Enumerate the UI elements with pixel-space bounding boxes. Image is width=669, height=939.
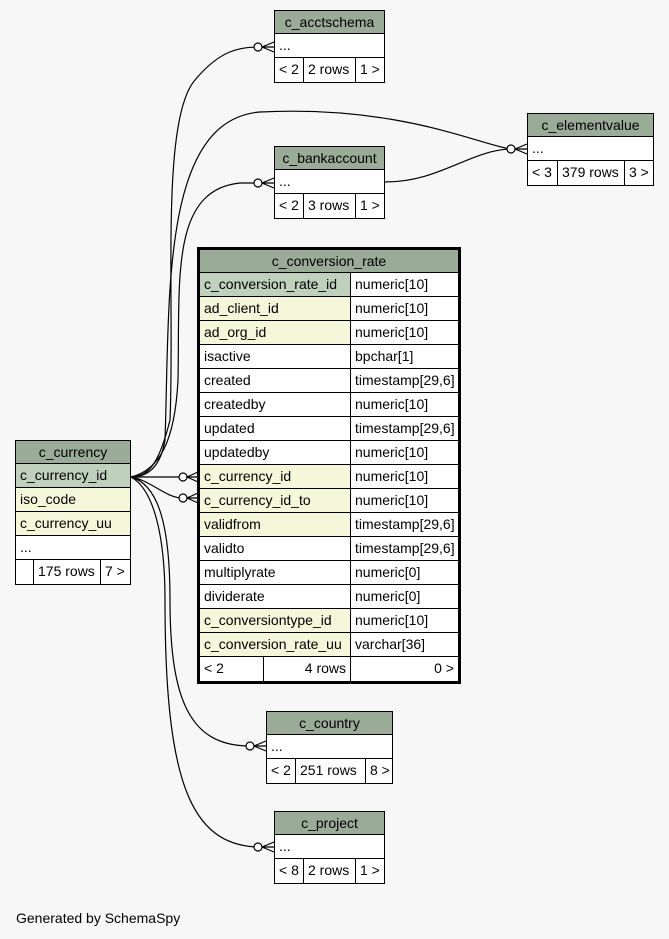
table-c-country[interactable]: c_country ... < 2 251 rows 8 > <box>266 711 393 784</box>
table-c-bankaccount[interactable]: c_bankaccount ... < 2 3 rows 1 > <box>274 146 385 219</box>
column-type: varchar[36] <box>350 633 458 656</box>
column-name[interactable]: multiplyrate <box>204 564 276 580</box>
edge-end-circle <box>178 472 188 482</box>
next-link[interactable]: 1 > <box>355 194 384 218</box>
crowfoot <box>261 177 275 189</box>
crowfoot <box>261 41 275 53</box>
column-type: numeric[10] <box>350 609 458 632</box>
crowfoot <box>186 471 199 483</box>
table-header[interactable]: c_bankaccount <box>275 147 384 170</box>
edge-bankaccount-elementvalue <box>384 148 512 183</box>
edge-currency-acctschema <box>130 46 259 478</box>
column-type: timestamp[29,6] <box>350 537 458 560</box>
column-type: bpchar[1] <box>350 345 458 368</box>
row-count: 2 rows <box>303 859 355 883</box>
prev-link[interactable]: < 2 <box>279 197 299 213</box>
table-header[interactable]: c_elementvalue <box>528 114 653 137</box>
column-type: numeric[10] <box>350 465 458 488</box>
row-count: 3 rows <box>303 194 355 218</box>
column-type: numeric[10] <box>350 441 458 464</box>
prev-link[interactable]: < 2 <box>204 660 224 676</box>
column-name[interactable]: ad_org_id <box>200 321 350 344</box>
edge-currency-country <box>130 476 249 747</box>
column-type: timestamp[29,6] <box>350 417 458 440</box>
edge-currency-project <box>130 476 259 848</box>
column-type: numeric[10] <box>350 489 458 512</box>
column-name[interactable]: c_currency_uu <box>16 512 130 535</box>
edge-end-circle <box>245 741 255 751</box>
prev-link[interactable]: < 3 <box>532 164 552 180</box>
column-name[interactable]: c_currency_id <box>16 464 130 487</box>
crowfoot <box>514 143 528 155</box>
ellipsis-row: ... <box>532 140 544 156</box>
prev-link[interactable]: < 8 <box>279 862 299 878</box>
table-header[interactable]: c_acctschema <box>275 11 384 34</box>
column-type: numeric[0] <box>350 585 458 608</box>
next-link[interactable]: 7 > <box>100 560 130 584</box>
generated-by-footer: Generated by SchemaSpy <box>16 910 181 926</box>
table-header[interactable]: c_conversion_rate <box>200 250 458 273</box>
ellipsis-row: ... <box>20 539 32 555</box>
table-c-project[interactable]: c_project ... < 8 2 rows 1 > <box>274 811 385 884</box>
column-name[interactable]: c_conversion_rate_uu <box>200 633 350 656</box>
next-link[interactable]: 3 > <box>624 161 653 185</box>
row-count: 2 rows <box>303 58 355 82</box>
table-header[interactable]: c_country <box>267 712 392 735</box>
table-c-acctschema[interactable]: c_acctschema ... < 2 2 rows 1 > <box>274 10 385 83</box>
column-type: numeric[0] <box>350 561 458 584</box>
edge-end-circle <box>253 842 263 852</box>
column-name[interactable]: validto <box>204 540 245 556</box>
next-link[interactable]: 0 > <box>350 657 458 681</box>
next-link[interactable]: 1 > <box>355 859 384 883</box>
column-name[interactable]: c_conversion_rate_id <box>200 273 350 296</box>
column-name[interactable]: c_conversiontype_id <box>200 609 350 632</box>
column-type: numeric[10] <box>350 321 458 344</box>
crowfoot <box>261 841 275 853</box>
table-header[interactable]: c_project <box>275 812 384 835</box>
column-name[interactable]: c_currency_id <box>200 465 350 488</box>
column-name[interactable]: updatedby <box>204 444 270 460</box>
column-type: timestamp[29,6] <box>350 369 458 392</box>
row-count: 379 rows <box>557 161 624 185</box>
table-header[interactable]: c_currency <box>16 441 130 464</box>
column-type: numeric[10] <box>350 393 458 416</box>
column-type: timestamp[29,6] <box>350 513 458 536</box>
crowfoot <box>253 740 267 752</box>
column-type: numeric[10] <box>350 297 458 320</box>
ellipsis-row: ... <box>279 37 291 53</box>
table-c-currency[interactable]: c_currency c_currency_id iso_code c_curr… <box>15 440 131 585</box>
edge-end-circle <box>253 42 263 52</box>
prev-link[interactable]: < 2 <box>279 61 299 77</box>
column-name[interactable]: iso_code <box>16 488 130 511</box>
prev-link[interactable] <box>16 560 33 584</box>
column-type: numeric[10] <box>350 273 458 296</box>
edge-end-circle <box>506 144 516 154</box>
column-name[interactable]: updated <box>204 420 255 436</box>
column-name[interactable]: dividerate <box>204 588 265 604</box>
edge-currency-bankaccount <box>130 182 258 478</box>
column-name[interactable]: ad_client_id <box>200 297 350 320</box>
ellipsis-row: ... <box>271 738 283 754</box>
next-link[interactable]: 1 > <box>355 58 384 82</box>
column-name[interactable]: createdby <box>204 396 266 412</box>
table-c-elementvalue[interactable]: c_elementvalue ... < 3 379 rows 3 > <box>527 113 654 186</box>
prev-link[interactable]: < 2 <box>271 762 291 778</box>
edge-end-circle <box>178 493 188 503</box>
ellipsis-row: ... <box>279 838 291 854</box>
column-name[interactable]: c_currency_id_to <box>200 489 350 512</box>
row-count: 4 rows <box>263 657 350 681</box>
edge-currency-elementvalue <box>130 110 512 478</box>
row-count: 251 rows <box>295 759 365 783</box>
column-name[interactable]: validfrom <box>200 513 350 536</box>
edge-end-circle <box>253 178 263 188</box>
next-link[interactable]: 8 > <box>365 759 392 783</box>
crowfoot <box>186 492 199 504</box>
column-name[interactable]: isactive <box>204 348 251 364</box>
column-name[interactable]: created <box>204 372 251 388</box>
row-count: 175 rows <box>33 560 100 584</box>
ellipsis-row: ... <box>279 173 291 189</box>
